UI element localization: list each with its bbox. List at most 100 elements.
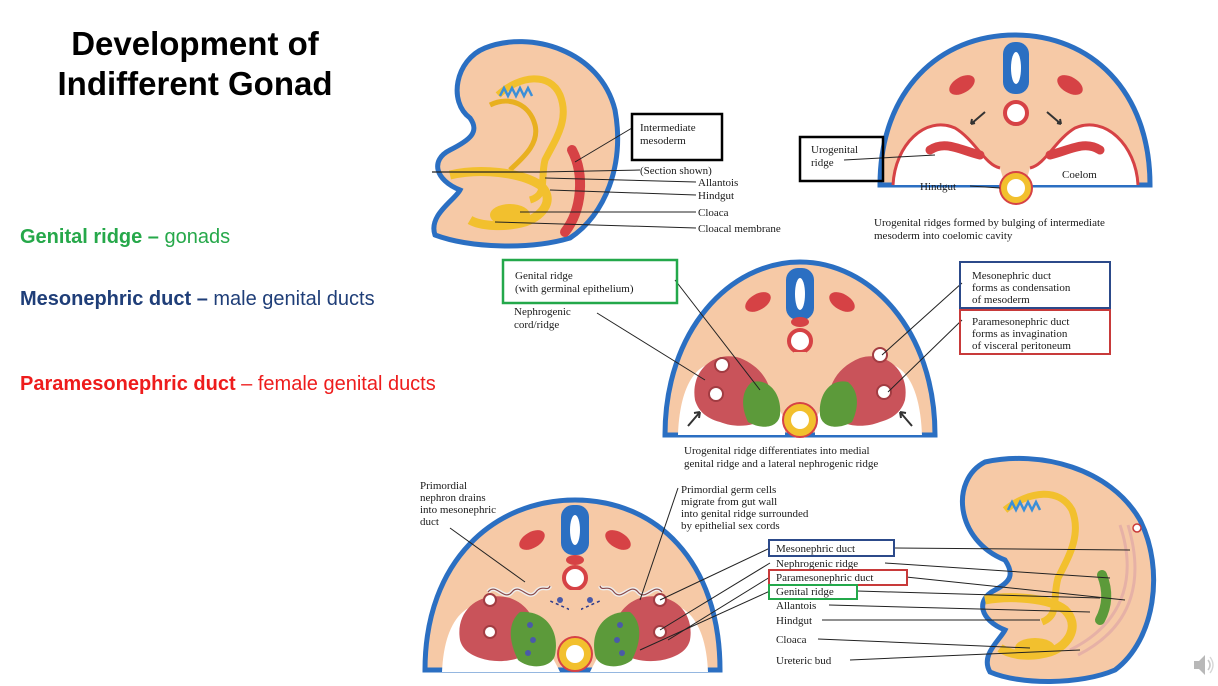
panel-c-leaders bbox=[596, 279, 963, 393]
mesonephric-duct-left bbox=[714, 357, 730, 373]
embryo-body bbox=[960, 455, 1157, 684]
cloaca bbox=[1015, 638, 1055, 658]
label-meso-2: forms as condensation bbox=[972, 282, 1071, 294]
speaker-icon[interactable] bbox=[1192, 652, 1214, 678]
aorta bbox=[562, 565, 588, 591]
label-coelom: Coelom bbox=[1062, 169, 1097, 181]
neural-canal bbox=[570, 515, 580, 545]
label-genital-ridge-d: Genital ridge bbox=[776, 586, 834, 598]
gut-lumen bbox=[566, 645, 584, 663]
panel-d-cross-section bbox=[422, 497, 723, 673]
arrow-left-icon bbox=[687, 411, 701, 427]
intermediate-mesoderm bbox=[560, 145, 586, 237]
aorta bbox=[1003, 100, 1029, 126]
label-ridge: ridge bbox=[811, 157, 834, 169]
primordial-nephron-left-outline bbox=[487, 585, 551, 596]
paramesonephric-duct bbox=[1077, 524, 1137, 657]
vessel bbox=[791, 317, 809, 327]
somite-left bbox=[949, 75, 975, 95]
slide-title: Development of Indifferent Gonad bbox=[57, 25, 333, 102]
paramesonephric-duct-left bbox=[708, 386, 724, 402]
gut-lumen bbox=[791, 411, 809, 429]
urogenital-ridge-left bbox=[925, 141, 985, 160]
mesonephric-duct-box-d bbox=[768, 539, 895, 557]
label-cloaca-d: Cloaca bbox=[776, 634, 807, 646]
paramesonephric-duct-box bbox=[959, 309, 1111, 355]
bullet-term: Genital ridge – bbox=[20, 226, 159, 248]
label-duct: duct bbox=[420, 516, 439, 528]
branchial-arches bbox=[1006, 499, 1042, 513]
label-allantois-d: Allantois bbox=[776, 600, 816, 612]
label-hindgut-b: Hindgut bbox=[920, 181, 956, 193]
neural-canal bbox=[795, 278, 805, 310]
panel-b-leaders bbox=[843, 154, 1001, 189]
somite-right bbox=[605, 530, 631, 550]
caption-b-line2: mesoderm into coelomic cavity bbox=[874, 230, 1013, 242]
label-urogenital: Urogenital bbox=[811, 144, 858, 156]
bullet-genital-ridge: Genital ridge – gonads bbox=[20, 224, 230, 250]
label-cloaca: Cloaca bbox=[698, 207, 729, 219]
urogenital-ridge-right bbox=[1045, 141, 1105, 160]
label-ureteric-bud: Ureteric bud bbox=[776, 655, 832, 667]
embryo-body bbox=[431, 39, 621, 249]
label-paramesonephric-duct-d: Paramesonephric duct bbox=[776, 572, 873, 584]
caption-c-line2: genital ridge and a lateral nephrogenic … bbox=[684, 458, 878, 470]
bullet-desc: gonads bbox=[158, 226, 231, 248]
aorta bbox=[787, 328, 813, 354]
somite-left bbox=[745, 292, 771, 312]
gut-lumen bbox=[1007, 179, 1025, 197]
label-primordial: Primordial bbox=[420, 480, 467, 492]
mesonephric-duct-left bbox=[483, 593, 497, 607]
arrow-right-icon bbox=[899, 411, 913, 427]
coelom-lining-left bbox=[891, 123, 1001, 186]
bullet-mesonephric-duct: Mesonephric duct – male genital ducts bbox=[20, 286, 400, 312]
label-intermediate: Intermediate bbox=[640, 122, 696, 134]
label-allantois: Allantois bbox=[698, 177, 738, 189]
label-nephron-drains: nephron drains bbox=[420, 492, 486, 504]
genital-ridge-right bbox=[819, 381, 857, 427]
primordial-nephron-right-outline bbox=[599, 585, 663, 596]
bullet-desc: – female genital ducts bbox=[235, 373, 436, 395]
urogenital-ridge-box bbox=[798, 135, 885, 183]
label-pgc-4: by epithelial sex cords bbox=[681, 520, 780, 532]
label-pgc-3: into genital ridge surrounded bbox=[681, 508, 809, 520]
mesentery bbox=[1008, 130, 1024, 175]
label-mesonephric-duct-d: Mesonephric duct bbox=[776, 543, 855, 555]
label-meso-3: of mesoderm bbox=[972, 294, 1030, 306]
mesonephric-duct bbox=[1069, 524, 1129, 652]
coelom-right bbox=[1025, 124, 1138, 185]
label-cloacal-membrane: Cloacal membrane bbox=[698, 223, 781, 235]
label-germinal-epithelium: (with germinal epithelium) bbox=[515, 283, 634, 295]
paramesonephric-duct-right bbox=[653, 625, 667, 639]
vessel bbox=[566, 555, 584, 565]
label-pgc-1: Primordial germ cells bbox=[681, 484, 776, 496]
label-para-1: Paramesonephric duct bbox=[972, 316, 1069, 328]
caption-c-line1: Urogenital ridge differentiates into med… bbox=[684, 445, 870, 457]
coelom-left bbox=[893, 124, 1005, 185]
panel-d-leaders bbox=[449, 487, 1131, 661]
label-para-2: forms as invagination bbox=[972, 328, 1068, 340]
genital-ridge-left bbox=[743, 381, 781, 427]
mesentery bbox=[794, 352, 806, 402]
branchial-arches bbox=[498, 85, 534, 99]
intermediate-mesoderm-box bbox=[630, 112, 724, 162]
panel-b-cross-section bbox=[877, 32, 1153, 205]
bullet-paramesonephric-duct: Paramesonephric duct – female genital du… bbox=[20, 371, 460, 397]
panel-a-leaders bbox=[494, 127, 697, 229]
panel-c-cross-section bbox=[662, 259, 938, 438]
genital-ridge bbox=[1095, 570, 1112, 625]
somite-right bbox=[1057, 75, 1083, 95]
label-hindgut-d: Hindgut bbox=[776, 615, 812, 627]
genital-ridge-box bbox=[501, 258, 679, 305]
label-into-mesonephric: into mesonephric bbox=[420, 504, 496, 516]
cloaca bbox=[490, 204, 530, 226]
label-pgc-2: migrate from gut wall bbox=[681, 496, 777, 508]
foregut bbox=[488, 98, 539, 172]
label-hindgut: Hindgut bbox=[698, 190, 734, 202]
bullet-desc: male genital ducts bbox=[207, 288, 375, 310]
label-meso-1: Mesonephric duct bbox=[972, 270, 1051, 282]
somite-left bbox=[519, 530, 545, 550]
bulge-arrow-left bbox=[970, 111, 986, 125]
label-nephrogenic-ridge-d: Nephrogenic ridge bbox=[776, 558, 858, 570]
